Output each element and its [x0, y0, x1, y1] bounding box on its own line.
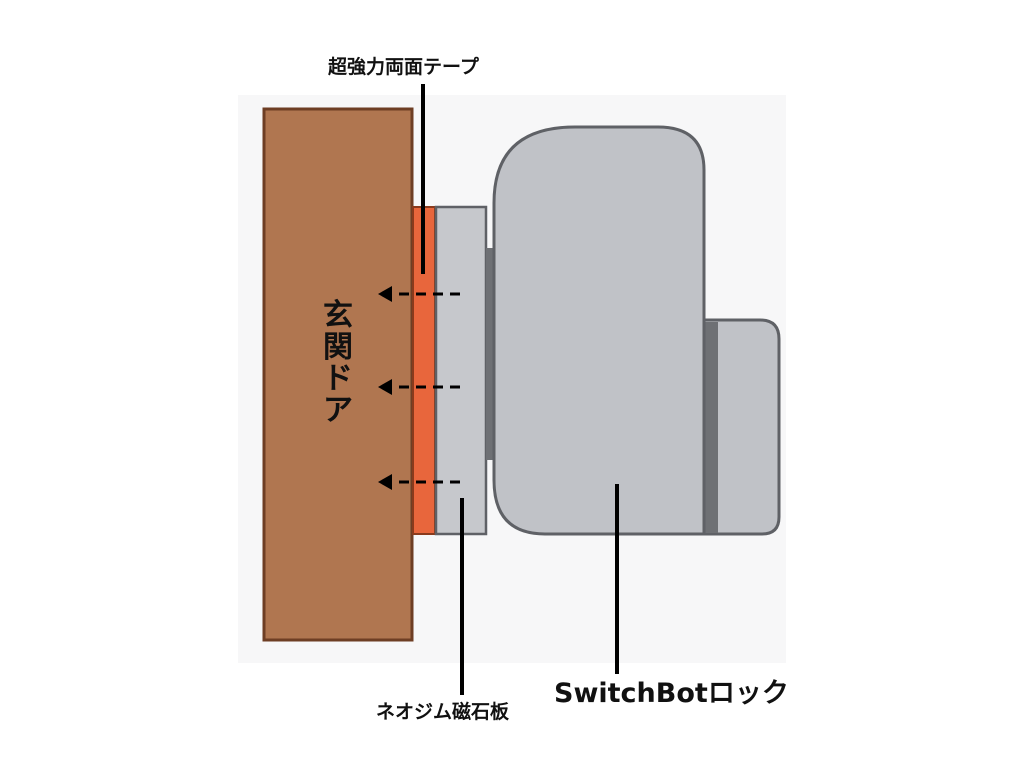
force-arrow-top [378, 286, 460, 302]
door-label-char: 玄 [323, 298, 353, 333]
lock-body [492, 125, 706, 536]
door-label: 玄 関 ド ア [318, 300, 358, 426]
magnet-plate [434, 205, 488, 536]
magnet-plate-label: ネオジム磁石板 [376, 701, 510, 723]
tape-label: 超強力両面テープ [328, 56, 479, 78]
lock-knob [698, 318, 781, 536]
lock-label: SwitchBotロック [554, 678, 789, 709]
force-arrow-middle [378, 379, 460, 395]
door-label-char: ド [323, 361, 353, 396]
force-arrow-bottom [378, 474, 460, 490]
door [262, 107, 414, 642]
lock-knob-band [702, 322, 718, 533]
door-label-char: ア [323, 392, 353, 428]
door-label-char: 関 [323, 329, 353, 365]
